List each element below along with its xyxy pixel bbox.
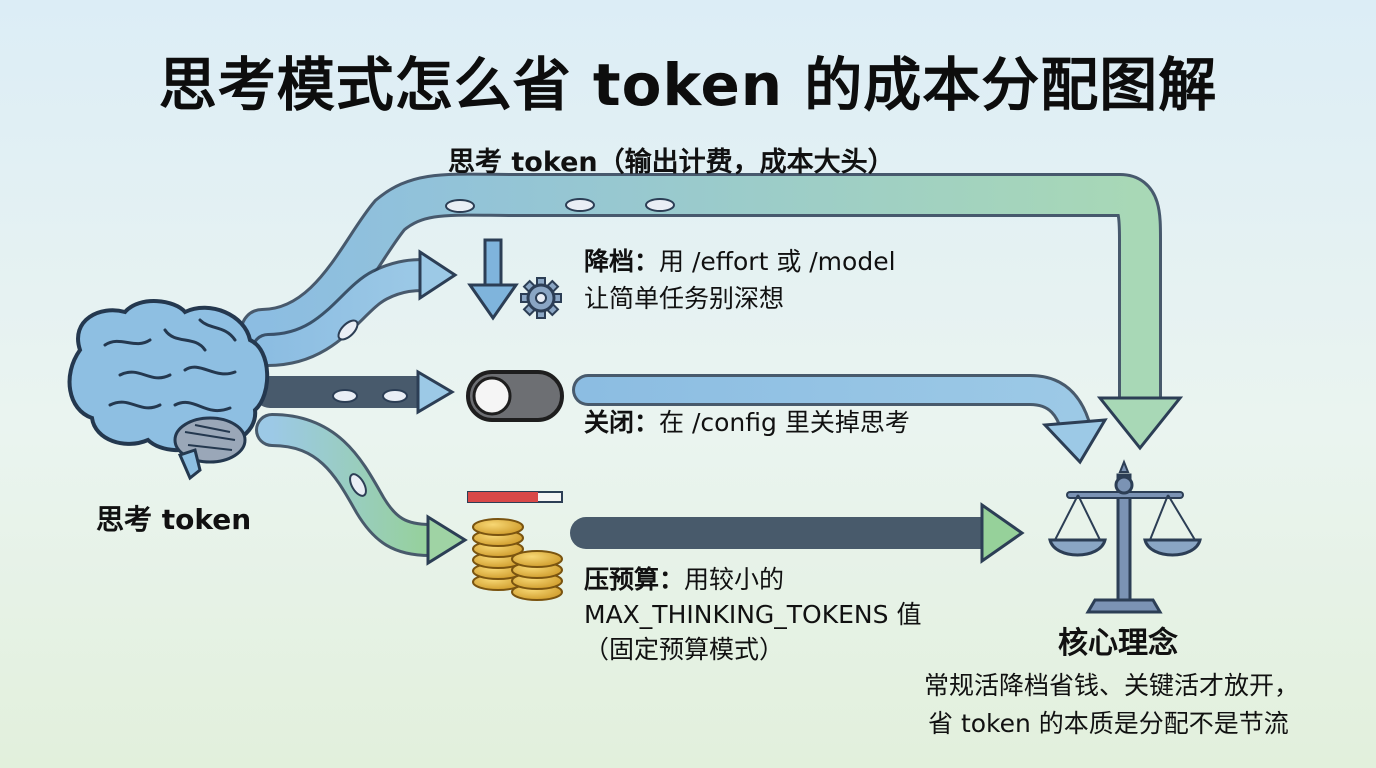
top-flow-arrow: [240, 172, 1184, 451]
gear-icon: [520, 277, 562, 319]
turn-off-text: 在 /config 里关掉思考: [659, 408, 910, 437]
core-idea-line2: 省 token 的本质是分配不是节流: [928, 709, 1289, 738]
brain-icon: [67, 299, 270, 481]
core-idea-title: 核心理念: [1058, 626, 1178, 661]
budget-flow-arrow: [255, 413, 468, 566]
downshift-line2: 让简单任务别深想: [584, 284, 785, 313]
budget-line1: 压预算：用较小的: [584, 562, 784, 598]
top-flow-arrowhead: [1096, 396, 1184, 451]
turn-off-line1: 关闭：在 /config 里关掉思考: [584, 405, 910, 441]
downshift-line1: 降档：用 /effort 或 /model: [584, 244, 896, 280]
core-idea-line1: 常规活降档省钱、关键活才放开，: [924, 671, 1300, 700]
turn-off-flow-arrow: [254, 369, 455, 415]
page-title: 思考模式怎么省 token 的成本分配图解: [158, 51, 1218, 119]
top-flow-caption: 思考 token（输出计费，成本大头）: [448, 147, 895, 178]
coin-stack-icon: [472, 518, 563, 601]
budget-label: 压预算：: [584, 565, 685, 594]
coin: [472, 518, 524, 536]
balance-scale-icon: [1048, 459, 1202, 614]
budget-meter-icon: [467, 491, 563, 503]
down-arrow-icon: [467, 238, 519, 321]
downshift-text: 用 /effort 或 /model: [659, 247, 896, 276]
budget-text: 用较小的: [684, 565, 785, 594]
downshift-label: 降档：: [584, 247, 660, 276]
budget-line3: （固定预算模式）: [584, 635, 785, 664]
turn-off-label: 关闭：: [584, 408, 660, 437]
brain-label: 思考 token: [96, 503, 252, 536]
coin: [511, 550, 563, 568]
coins-to-scale-arrow: [570, 502, 1025, 564]
budget-line2: MAX_THINKING_TOKENS 值: [584, 600, 922, 629]
downshift-flow-arrow: [251, 249, 458, 367]
toggle-to-scale-arrow: [572, 374, 1108, 465]
toggle-switch-icon: [466, 370, 564, 422]
